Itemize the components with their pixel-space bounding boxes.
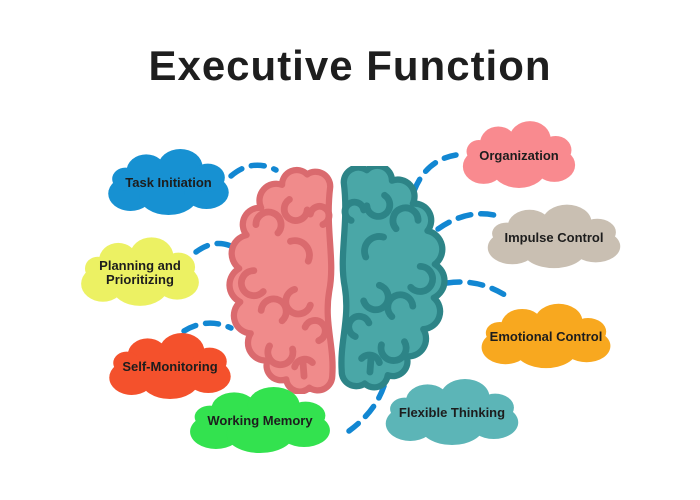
cloud-planning-prioritizing: Planning and Prioritizing (76, 227, 204, 310)
cloud-label-flexible-thinking: Flexible Thinking (398, 405, 506, 421)
brain-left-hemisphere (226, 166, 336, 394)
brain-fold (264, 342, 297, 369)
brain-fold (282, 286, 314, 318)
brain-right-folds (341, 191, 437, 376)
brain-fold (280, 196, 311, 224)
cloud-label-working-memory: Working Memory (207, 413, 313, 429)
brain-fold (301, 317, 329, 345)
brain-fold (361, 233, 387, 261)
brain-fold (363, 191, 394, 220)
brain-fold (237, 267, 267, 300)
brain-fold (384, 291, 417, 321)
brain-fold (345, 312, 373, 340)
brain-fold (306, 202, 333, 228)
brain-fold (257, 295, 290, 325)
cloud-label-planning-prioritizing: Planning and Prioritizing (99, 257, 181, 288)
brain-fold (389, 204, 422, 233)
brain-left-folds (237, 196, 333, 380)
brain-fold (407, 263, 437, 295)
brain-fold (377, 338, 410, 364)
cloud-organization: Organization (458, 111, 580, 192)
cloud-emotional-control: Emotional Control (476, 294, 616, 372)
cloud-label-organization: Organization (479, 147, 559, 163)
cloud-self-monitoring: Self-Monitoring (104, 323, 236, 403)
cloud-label-self-monitoring: Self-Monitoring (122, 359, 218, 375)
brain-fold (287, 237, 313, 265)
cloud-label-impulse-control: Impulse Control (504, 229, 604, 245)
brain-fold (341, 198, 368, 224)
brain-fold (291, 355, 316, 380)
page-title: Executive Function (148, 42, 552, 89)
cloud-flexible-thinking: Flexible Thinking (380, 369, 524, 449)
brain-fold (360, 281, 392, 314)
cloud-working-memory: Working Memory (184, 377, 336, 457)
cloud-impulse-control: Impulse Control (482, 195, 626, 272)
cloud-task-initiation: Task Initiation (103, 139, 234, 219)
brain-illustration (226, 166, 448, 394)
brain-fold (358, 351, 383, 376)
brain-right-hemisphere (338, 166, 448, 391)
brain-fold (252, 208, 285, 237)
cloud-label-task-initiation: Task Initiation (125, 175, 212, 191)
cloud-label-emotional-control: Emotional Control (489, 329, 603, 345)
